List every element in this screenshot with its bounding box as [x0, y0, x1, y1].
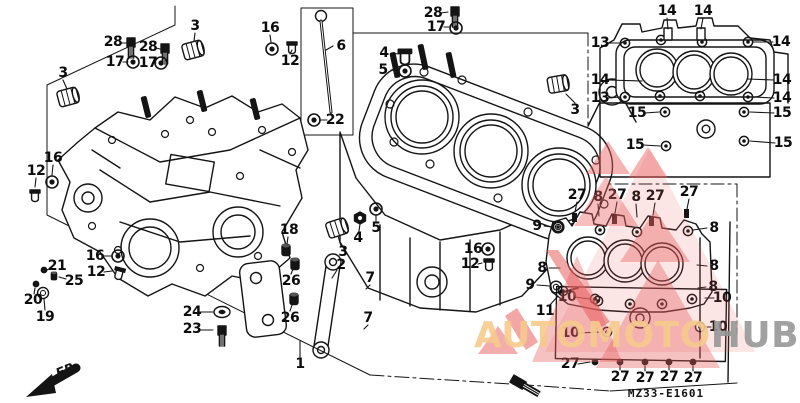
dipstick-drawing [307, 9, 333, 127]
base-gasket-drawing [545, 209, 731, 383]
diagram-code: MZ33-E1601 [627, 387, 705, 400]
front-direction-arrow [26, 363, 81, 397]
head-gasket-drawing [599, 17, 789, 178]
crankcase-drawing [57, 90, 309, 297]
cylinder-block-drawing [339, 44, 637, 313]
mount-link-drawing [238, 202, 543, 399]
hardware-parts [29, 6, 571, 348]
front-label: FR. [54, 359, 82, 382]
